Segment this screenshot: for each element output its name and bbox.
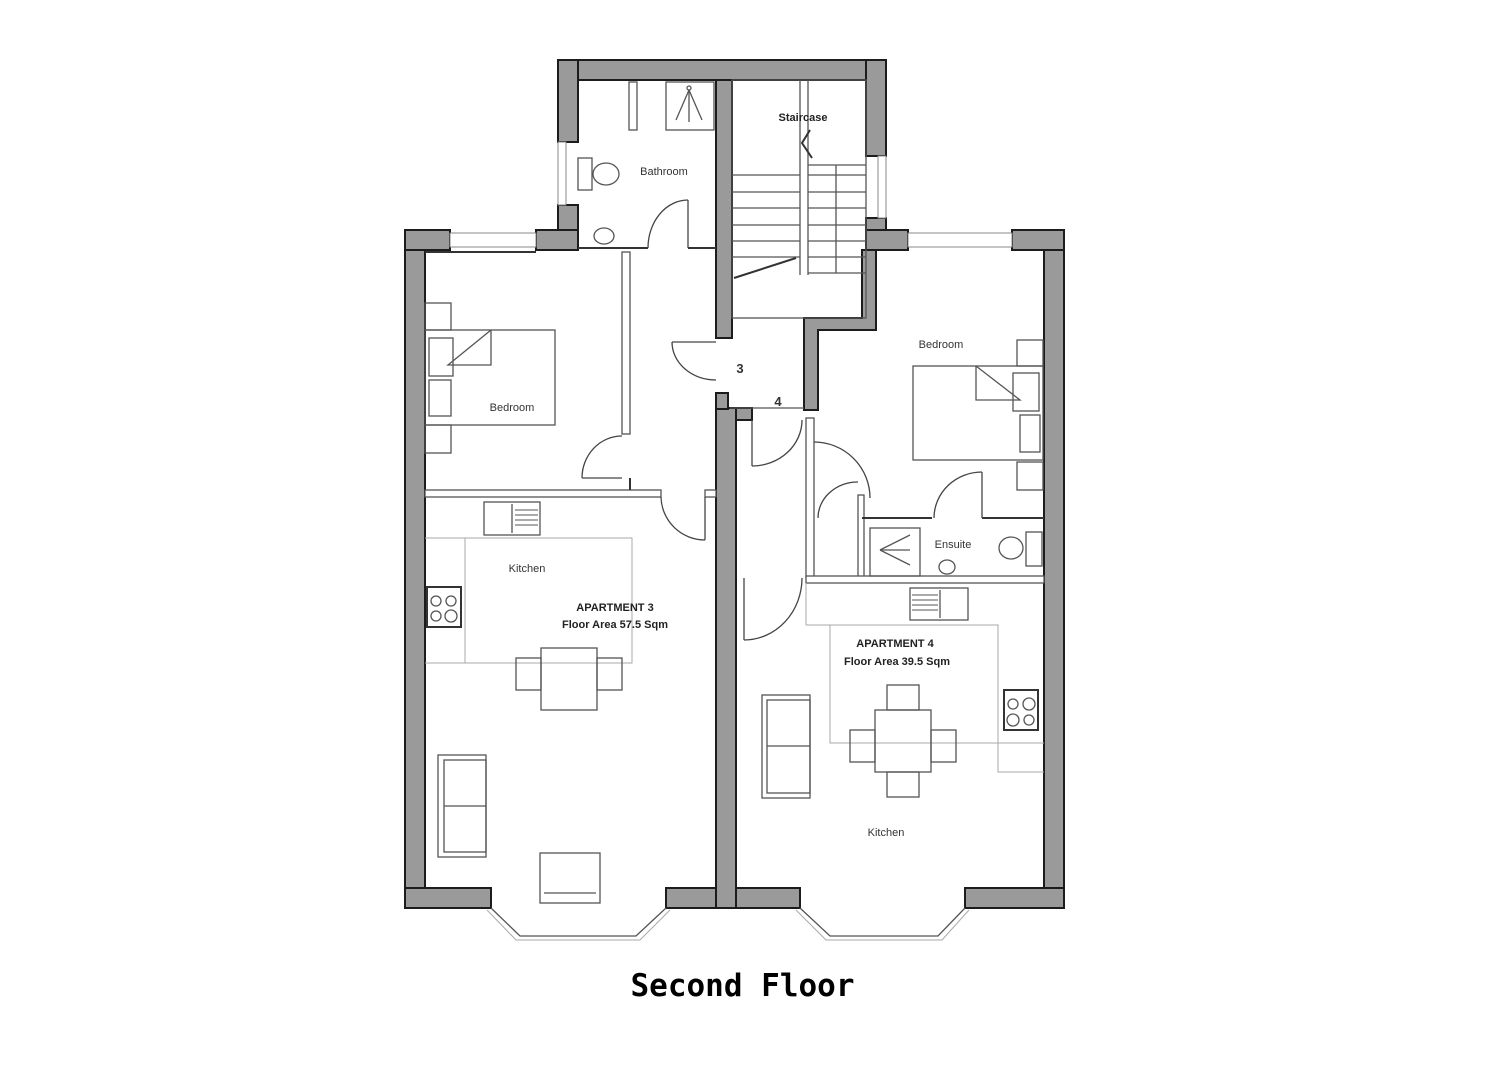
doors: [581, 199, 983, 641]
floor-title: Second Floor: [630, 968, 855, 1004]
apt4-area: Floor Area 39.5 Sqm: [844, 656, 950, 668]
label-apt3-bedroom: Bedroom: [490, 402, 535, 414]
apt3-furniture: [424, 302, 633, 904]
apt3-name: APARTMENT 3: [576, 602, 653, 614]
label-staircase: Staircase: [779, 112, 828, 124]
walls: [404, 59, 1065, 909]
room-labels: Bathroom Staircase Bedroom Kitchen APART…: [490, 112, 972, 839]
staircase: [731, 79, 867, 319]
apt3-area: Floor Area 57.5 Sqm: [562, 619, 668, 631]
label-apt4-ensuite: Ensuite: [935, 539, 972, 551]
windows: [449, 141, 1013, 941]
label-bathroom: Bathroom: [640, 166, 688, 178]
label-apt4-bedroom: Bedroom: [919, 339, 964, 351]
door-marker-4: 4: [774, 394, 782, 409]
apt4-furniture: [761, 339, 1044, 799]
label-apt3-kitchen: Kitchen: [509, 563, 546, 575]
bathroom-fixtures: [577, 81, 715, 245]
apt4-name: APARTMENT 4: [856, 638, 934, 650]
label-apt4-kitchen: Kitchen: [868, 827, 905, 839]
partitions: [424, 247, 1045, 584]
door-marker-3: 3: [736, 361, 743, 376]
